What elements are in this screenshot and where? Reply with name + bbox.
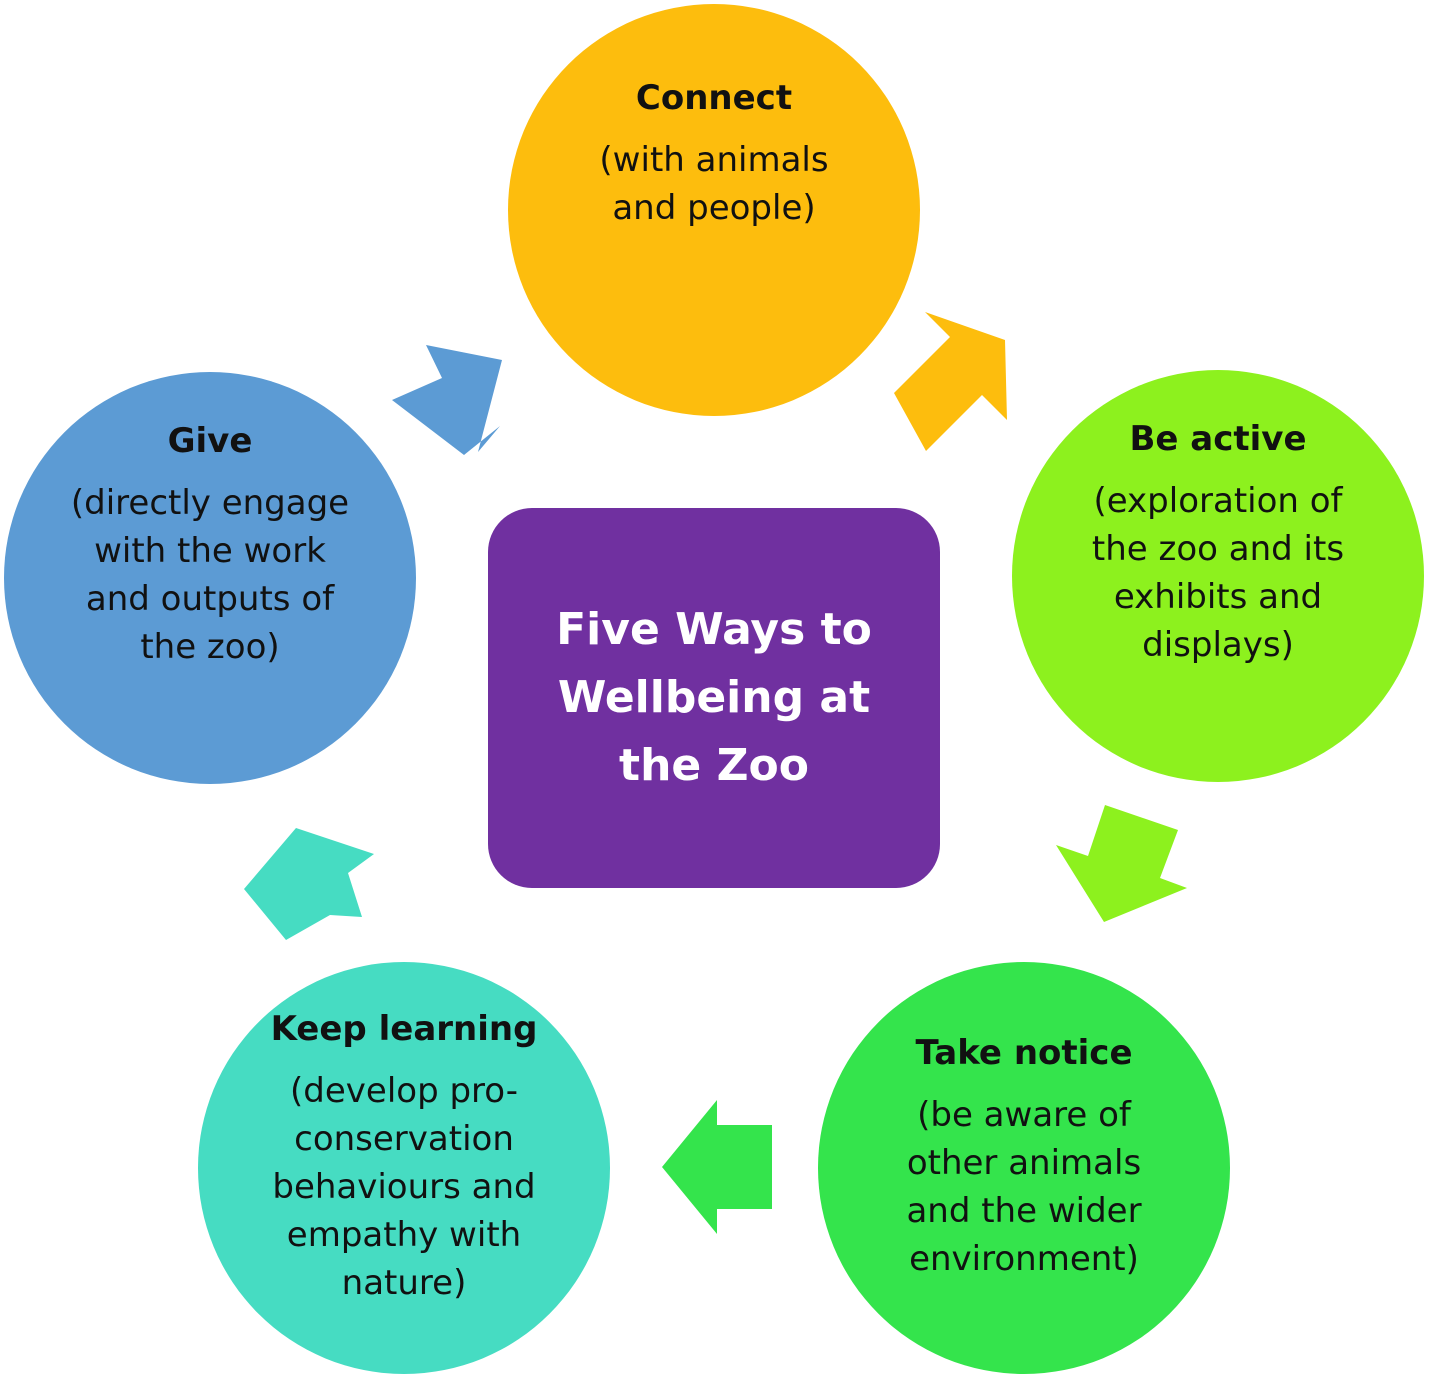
- node-connect-description: (with animals and people): [599, 140, 829, 229]
- node-keep-learning: Keep learning (develop pro-conservation …: [198, 962, 610, 1374]
- arrow-notice-to-learning: [662, 1100, 772, 1234]
- node-take-notice-description: (be aware of other animals and the wider…: [906, 1095, 1142, 1280]
- node-keep-learning-title: Keep learning: [270, 1008, 538, 1049]
- node-give: Give (directly engage with the work and …: [4, 372, 416, 784]
- node-connect: Connect (with animals and people): [508, 4, 920, 416]
- center-title: Five Ways to Wellbeing at the Zoo: [556, 604, 872, 791]
- node-be-active: Be active (exploration of the zoo and it…: [1012, 370, 1424, 782]
- node-be-active-title: Be active: [1129, 418, 1307, 459]
- center-box: Five Ways to Wellbeing at the Zoo: [488, 508, 940, 888]
- node-give-title: Give: [167, 420, 253, 461]
- node-take-notice: Take notice (be aware of other animals a…: [818, 962, 1230, 1374]
- node-be-active-description: (exploration of the zoo and its exhibits…: [1091, 481, 1345, 666]
- arrow-give-to-connect: [392, 345, 502, 455]
- node-give-description: (directly engage with the work and outpu…: [70, 483, 350, 668]
- arrow-learning-to-give: [244, 828, 374, 940]
- arrow-connect-to-active: [894, 312, 1007, 451]
- arrow-active-to-notice: [1056, 805, 1187, 922]
- node-keep-learning-description: (develop pro-conservation behaviours and…: [272, 1071, 536, 1304]
- node-connect-title: Connect: [635, 77, 793, 118]
- node-take-notice-title: Take notice: [915, 1032, 1133, 1073]
